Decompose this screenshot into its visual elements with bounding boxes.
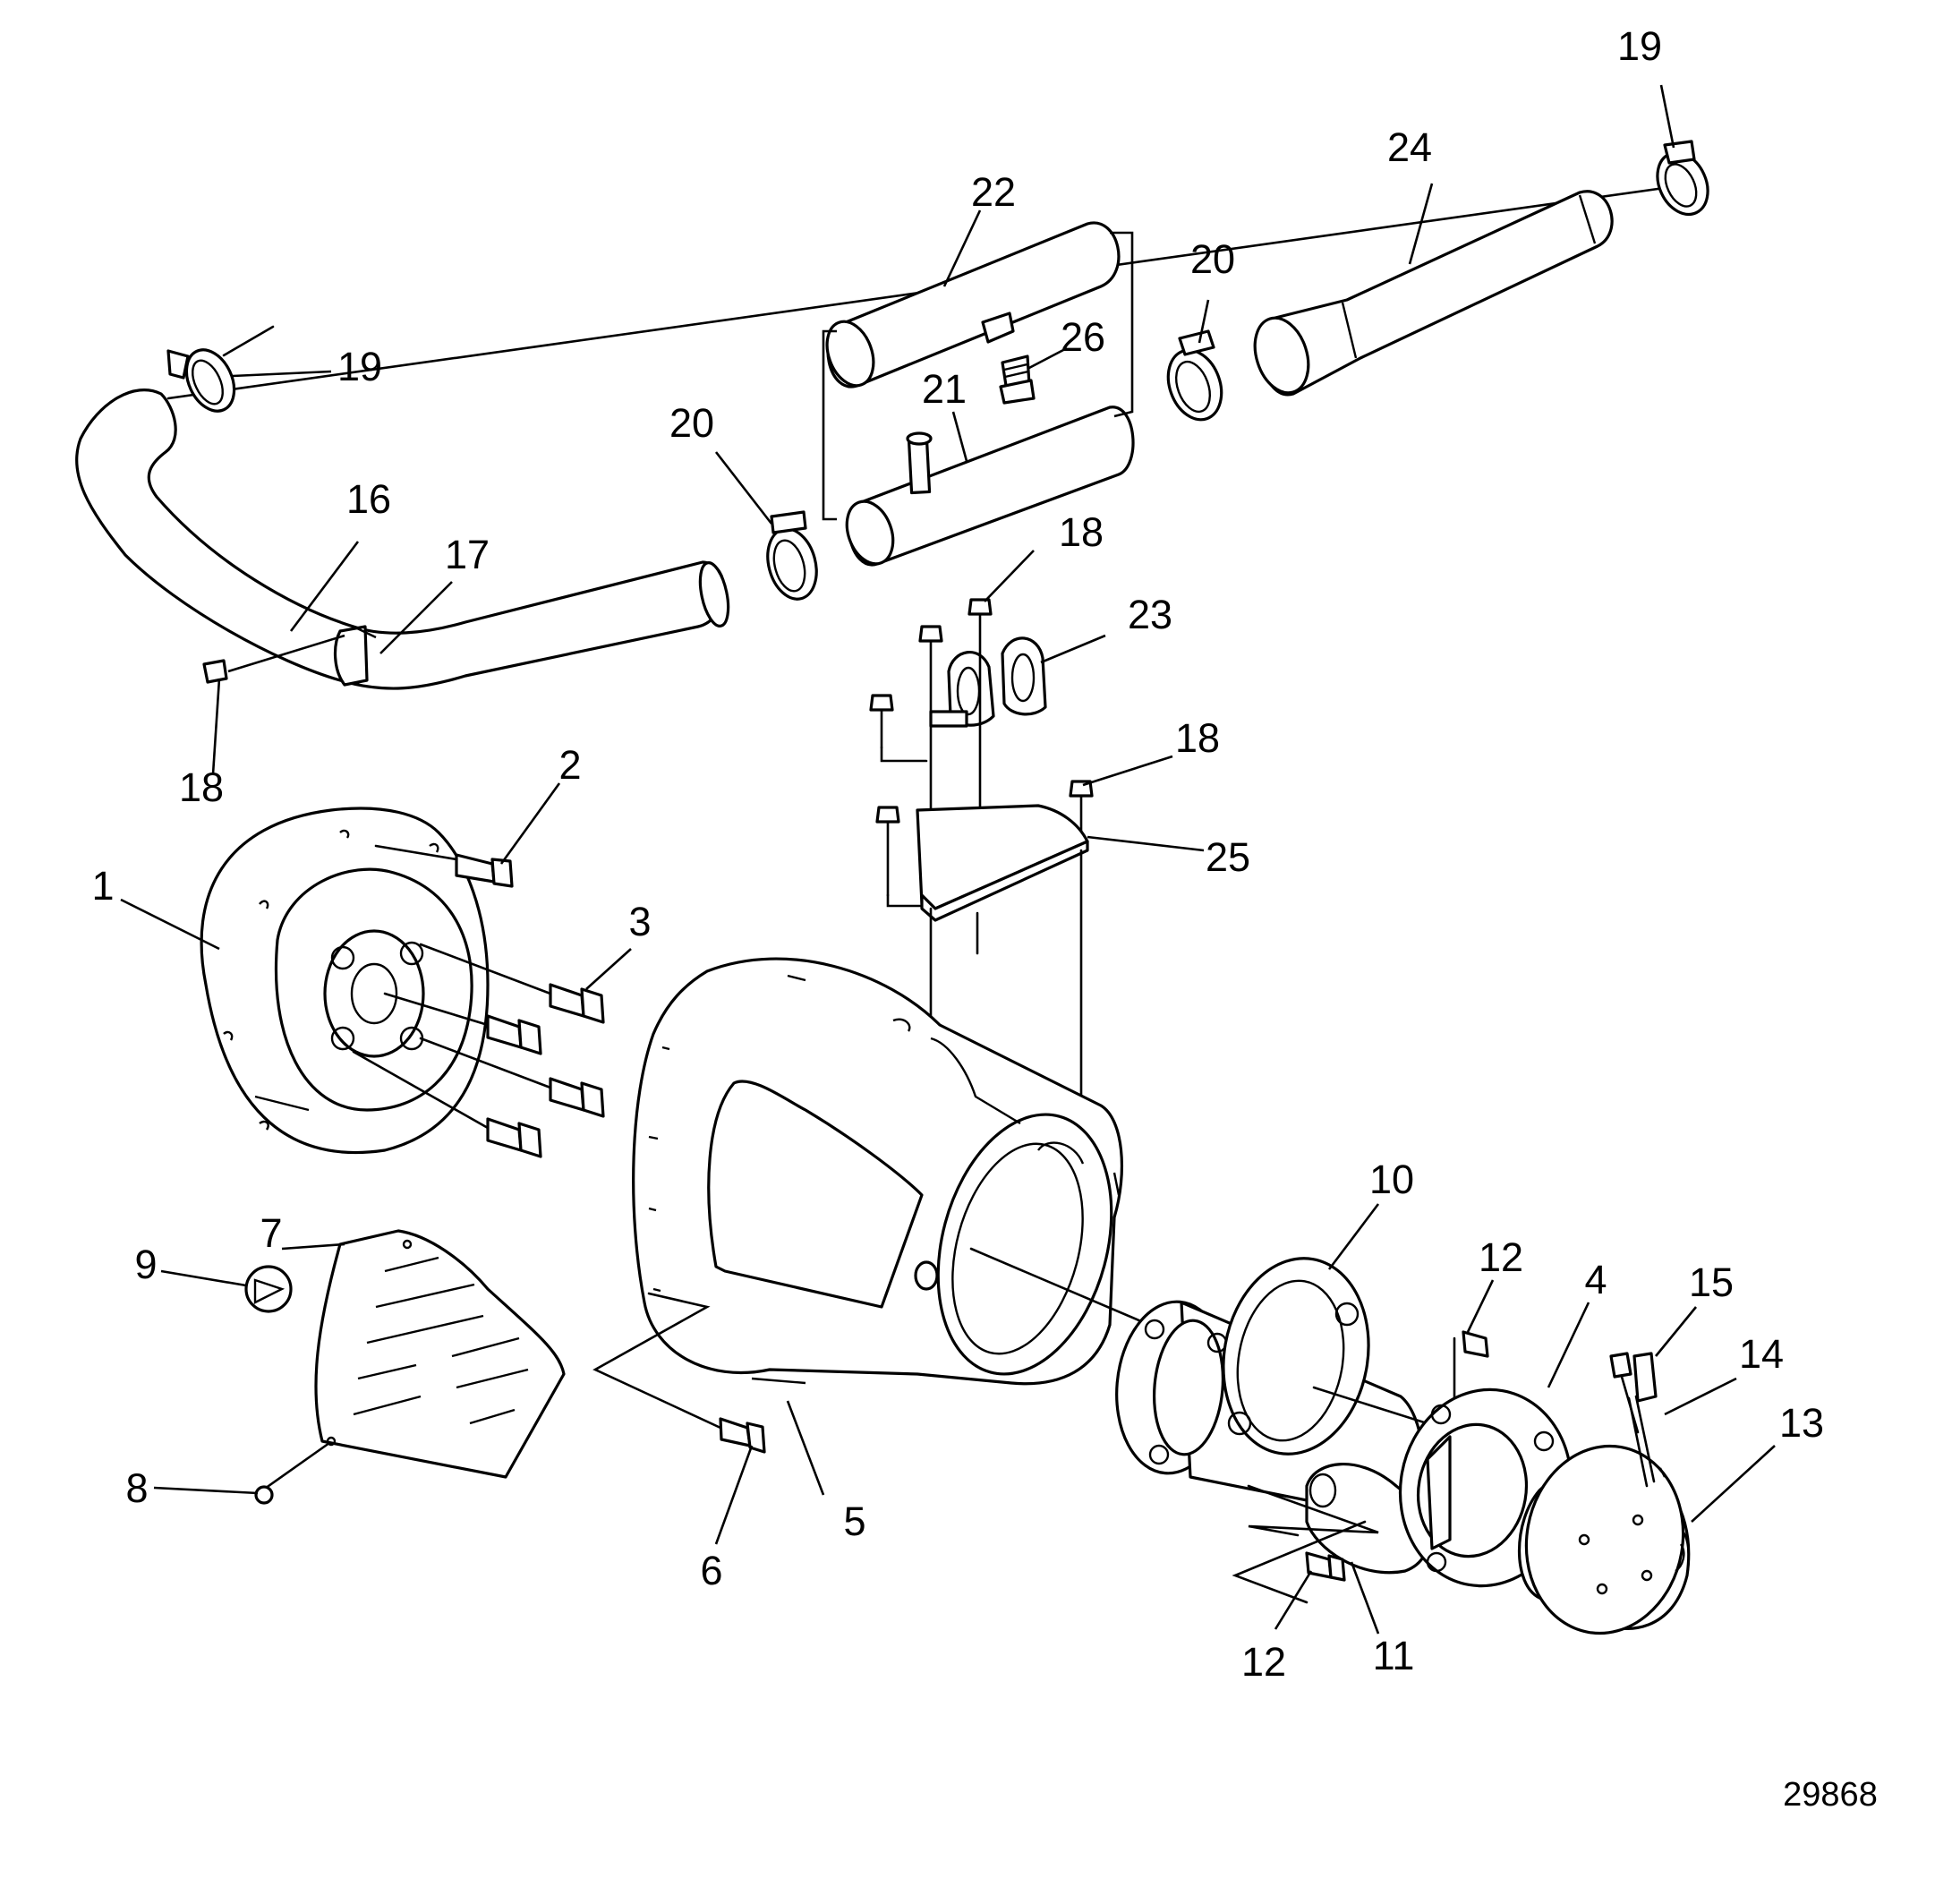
bracket-21-22-left xyxy=(822,329,837,521)
pipe-21 xyxy=(845,406,1135,567)
callout-23: 23 xyxy=(1128,592,1172,637)
cover-plate-7 xyxy=(314,1229,566,1479)
callout-9: 9 xyxy=(134,1242,157,1287)
callout-15: 15 xyxy=(1689,1259,1734,1305)
hose-clamp-19-left xyxy=(166,348,236,413)
spacer-flange-10 xyxy=(1115,1257,1426,1524)
callout-21: 21 xyxy=(922,366,967,412)
callout-2: 2 xyxy=(558,742,581,788)
bell-housing-5 xyxy=(632,957,1123,1386)
callout-20-left: 20 xyxy=(669,400,714,446)
callout-22: 22 xyxy=(971,169,1016,215)
bracket-21-22-right xyxy=(1110,231,1134,418)
callout-19-left: 19 xyxy=(337,344,382,389)
callout-11: 11 xyxy=(1373,1633,1415,1678)
callout-labels: 1 2 3 4 5 6 7 8 9 10 11 12 12 13 14 15 1… xyxy=(91,23,1877,1814)
callout-26: 26 xyxy=(1061,314,1105,360)
callout-20-right: 20 xyxy=(1190,236,1235,282)
drawing-reference-number: 29868 xyxy=(1783,1776,1878,1814)
hose-clamp-20-right xyxy=(1166,329,1223,422)
hose-clamp-19-right xyxy=(1656,140,1709,217)
callout-13: 13 xyxy=(1779,1400,1824,1446)
callout-6: 6 xyxy=(700,1548,722,1593)
hose-clamp-20-left xyxy=(766,510,818,601)
callout-18-top: 18 xyxy=(1059,509,1104,555)
screw-18-hose xyxy=(202,634,345,684)
callout-14: 14 xyxy=(1739,1331,1784,1377)
bolts-3 xyxy=(352,943,605,1158)
bolt-2 xyxy=(374,844,514,888)
pipe-22 xyxy=(825,221,1121,388)
callout-18-right: 18 xyxy=(1175,715,1220,761)
callout-24: 24 xyxy=(1387,124,1432,170)
callout-10: 10 xyxy=(1369,1157,1414,1202)
adapter-plate-1 xyxy=(200,807,490,1155)
callout-3: 3 xyxy=(628,899,651,944)
screw-8 xyxy=(254,1441,331,1505)
callout-16: 16 xyxy=(346,476,391,522)
callout-1: 1 xyxy=(91,863,114,909)
callout-8: 8 xyxy=(125,1465,148,1511)
support-bracket-25 xyxy=(886,804,1089,955)
callout-17: 17 xyxy=(445,532,490,577)
set-screw-14-15 xyxy=(1609,1352,1658,1488)
callout-7: 7 xyxy=(260,1210,282,1256)
callout-12-upper: 12 xyxy=(1479,1234,1523,1280)
callout-12-lower: 12 xyxy=(1241,1639,1286,1685)
leader-lines xyxy=(120,84,1776,1635)
bent-hose-16 xyxy=(75,388,730,690)
bolt-6 xyxy=(592,1292,766,1454)
cap-9 xyxy=(244,1265,293,1313)
callout-25: 25 xyxy=(1206,834,1250,880)
bolts-18-bracket xyxy=(869,598,1094,897)
hose-axis-extension xyxy=(222,325,275,357)
callout-18-left: 18 xyxy=(179,764,224,810)
callout-4: 4 xyxy=(1584,1257,1607,1302)
plug-screw-26 xyxy=(999,354,1036,405)
pipe-24 xyxy=(1253,190,1614,397)
callout-5: 5 xyxy=(843,1498,865,1544)
saddle-clamps-23 xyxy=(929,636,1047,728)
callout-19-right: 19 xyxy=(1617,23,1662,69)
coupling-13 xyxy=(1518,1444,1691,1635)
